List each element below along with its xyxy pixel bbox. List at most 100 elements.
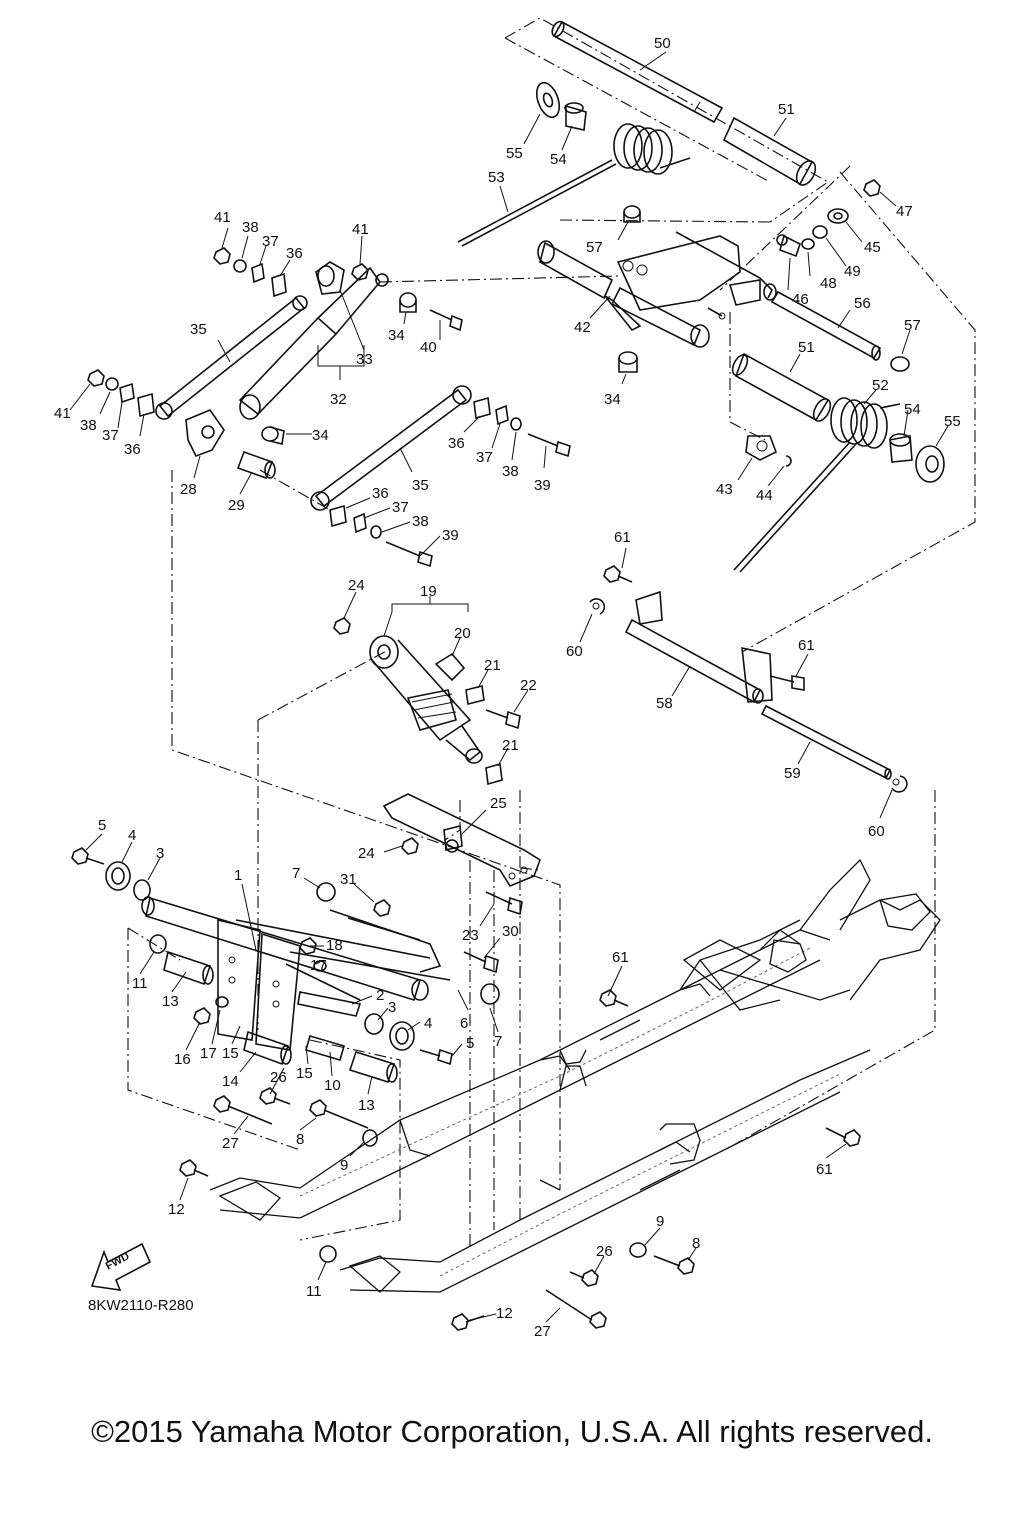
leader-lines: [69, 51, 949, 1323]
bushings-36-38-upper-left: [213, 247, 287, 298]
bolt-26-upper: [259, 1087, 291, 1105]
washer-9-upper: [362, 1129, 378, 1147]
callout-14: 14: [222, 1073, 239, 1090]
group-boundary-lines: [127, 17, 976, 1250]
bolt-12-upper: [179, 1159, 209, 1177]
callout-53: 53: [488, 169, 505, 186]
callout-50: 50: [654, 35, 671, 52]
callout-57: 57: [586, 239, 603, 256]
bolt-61-right: [769, 675, 805, 691]
callout-10: 10: [324, 1077, 341, 1094]
upper-arm-group: [87, 247, 571, 568]
clip-60-bottom: [891, 775, 908, 793]
bushings-left-mid: [87, 369, 155, 418]
callout-34-upper: 34: [604, 391, 621, 408]
callout-40: 40: [420, 339, 437, 356]
callout-39-lower: 39: [442, 527, 459, 544]
collar-51-upper: [722, 116, 817, 186]
callout-1: 1: [234, 867, 242, 884]
callout-6: 6: [460, 1015, 468, 1032]
callout-46: 46: [792, 291, 809, 308]
bolt-22: [485, 709, 521, 730]
callout-27-lower: 27: [534, 1323, 551, 1340]
callout-45: 45: [864, 239, 881, 256]
rear-axle-group: [457, 20, 945, 573]
collar-34-upper: [618, 351, 638, 373]
collar-7-right: [480, 983, 500, 1005]
callout-60-bottom: 60: [868, 823, 885, 840]
washer-48: [801, 238, 815, 250]
callout-61-top: 61: [614, 529, 631, 546]
shaft-58: [624, 590, 773, 704]
bolt-23: [485, 891, 523, 916]
copyright-notice: ©2015 Yamaha Motor Corporation, U.S.A. A…: [91, 1414, 933, 1449]
washer-55-upper: [535, 81, 561, 119]
spring-52: [733, 397, 901, 573]
callout-27-upper: 27: [222, 1135, 239, 1152]
bolt-26-lower: [569, 1269, 599, 1287]
diagram-code: 8KW2110-R280: [88, 1297, 194, 1314]
clip-44: [785, 455, 792, 467]
shock-32: [238, 261, 389, 420]
bolt-61-top: [603, 565, 633, 583]
bolt-16: [193, 1007, 211, 1025]
bushing-54-upper: [564, 102, 587, 131]
callout-51: 51: [778, 101, 795, 118]
bolt-61-rail-upper: [599, 989, 629, 1007]
callout-48: 48: [820, 275, 837, 292]
shaft-56: [770, 290, 882, 361]
callout-44: 44: [756, 487, 773, 504]
callout-11-left: 11: [132, 975, 148, 992]
bolt-8-upper: [309, 1099, 369, 1129]
callout-4-left: 4: [128, 827, 136, 844]
callout-7-top: 7: [292, 865, 300, 882]
callout-35-right: 35: [412, 477, 429, 494]
washer-17-top: [313, 960, 327, 972]
callout-3-left: 3: [156, 845, 164, 862]
rail-hardware: [319, 989, 861, 1331]
callout-9-lower: 9: [656, 1213, 664, 1230]
callout-21-bottom: 21: [502, 737, 519, 754]
callout-42: 42: [574, 319, 591, 336]
callout-7-right: 7: [494, 1033, 502, 1050]
front-arm-1: [141, 896, 451, 1051]
clip-60-top: [589, 598, 606, 615]
callout-41-left: 41: [54, 405, 71, 422]
callout-43: 43: [716, 481, 733, 498]
callout-35-left: 35: [190, 321, 207, 338]
callout-38-lower: 38: [412, 513, 429, 530]
callout-18: 18: [326, 937, 343, 954]
callout-20: 20: [454, 625, 471, 642]
callout-56: 56: [854, 295, 871, 312]
callout-61-rail-lower: 61: [816, 1161, 833, 1178]
collar-57-upper: [623, 205, 641, 223]
callout-38-left: 38: [80, 417, 97, 434]
bolt-30: [463, 951, 499, 974]
callout-41-top-right: 41: [352, 221, 369, 238]
callout-51-lower: 51: [798, 339, 815, 356]
callout-8-upper: 8: [296, 1131, 304, 1148]
callout-37-top: 37: [262, 233, 279, 250]
callout-59: 59: [784, 765, 801, 782]
link-35-right: [310, 385, 472, 511]
callout-55-lower: 55: [944, 413, 961, 430]
callout-17-left: 17: [200, 1045, 217, 1062]
collar-21-top: [465, 685, 485, 705]
callout-13-right: 13: [358, 1097, 375, 1114]
callout-52: 52: [872, 377, 889, 394]
callout-8-lower: 8: [692, 1235, 700, 1252]
shock-19: [369, 635, 483, 764]
callout-23: 23: [462, 927, 479, 944]
callout-32: 32: [330, 391, 347, 408]
torsion-spring-53: [457, 123, 691, 247]
callout-60-top: 60: [566, 643, 583, 660]
callout-38-top: 38: [242, 219, 259, 236]
bolt-12-lower: [451, 1313, 485, 1331]
bushings-lower-mid: [329, 504, 433, 568]
callout-37-left: 37: [102, 427, 119, 444]
collar-34-mid: [261, 426, 285, 445]
callout-36-left: 36: [124, 441, 141, 458]
bolt-61-rail-lower: [825, 1127, 861, 1147]
collar-21-bottom: [485, 762, 503, 786]
